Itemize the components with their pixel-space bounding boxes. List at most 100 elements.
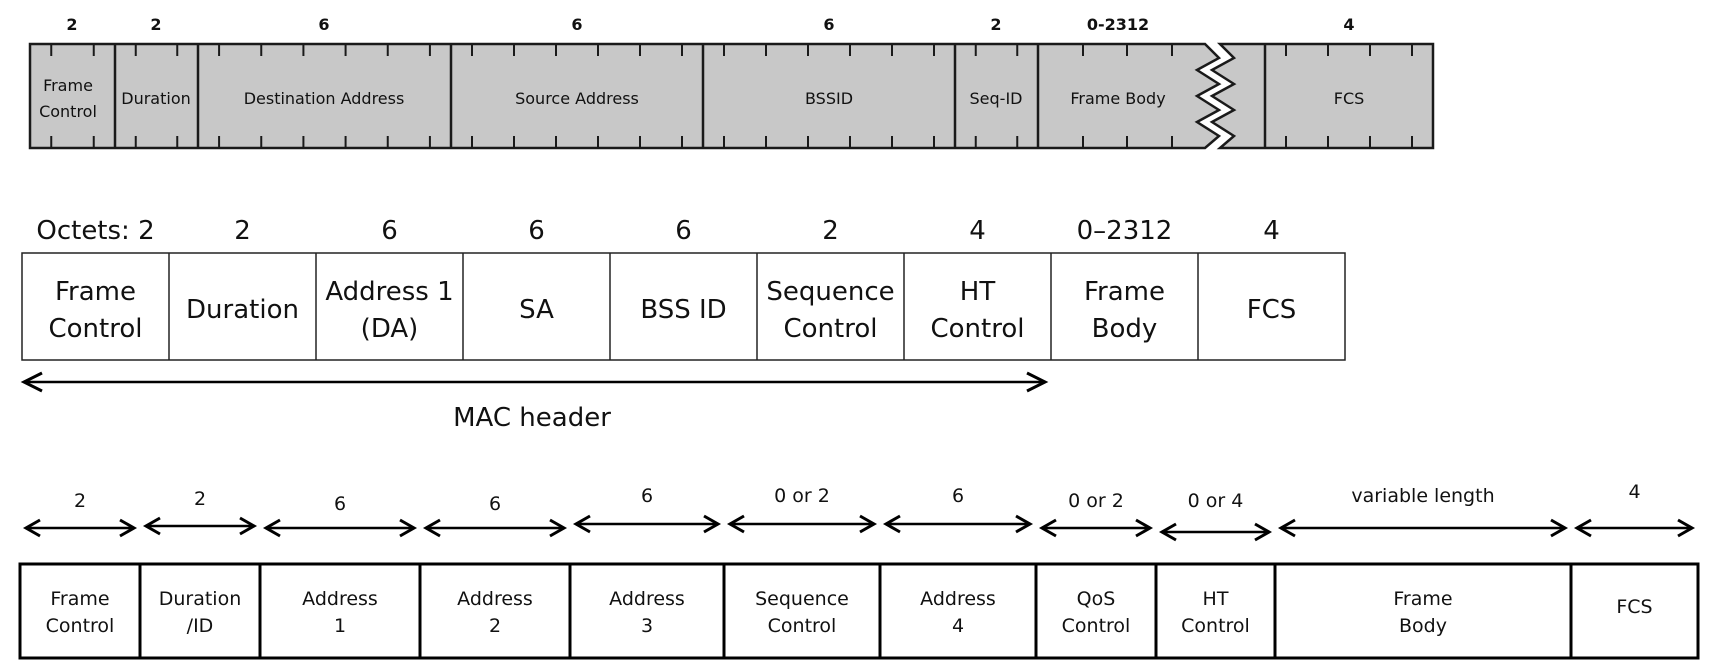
diagram2-field-label: Frame [55,277,136,307]
diagram3-arrowhead-left [22,518,41,538]
diagram3-size-label: 6 [334,493,346,515]
diagram2-field-label: (DA) [361,314,419,344]
diagram1-field-label: Frame [43,76,93,95]
diagram1-size-label: 2 [990,15,1001,34]
diagram3-arrowhead-left [262,518,281,538]
diagram3-field-label: Control [768,615,837,637]
diagram3-field-label: FCS [1616,596,1652,618]
diagram3-arrowhead-right [703,514,722,534]
diagram3-arrowhead-left [572,514,591,534]
diagram1-size-label: 6 [571,15,582,34]
diagram3-field-label: Duration [159,588,242,610]
diagram1-body-left [28,42,1222,150]
diagram3-frame-outline [18,562,1700,660]
diagram3-arrowhead-right [549,518,568,538]
diagram2-field-label: Control [49,314,143,344]
diagram1-body-right [1209,42,1435,150]
diagram2-field-label: Control [931,314,1025,344]
diagram3-size-label: 6 [489,493,501,515]
diagram1-field-label: Seq-ID [970,89,1023,108]
diagram3-field-label: Address [302,588,378,610]
diagram3-field-label: Address [920,588,996,610]
diagram2-field-label: Control [784,314,878,344]
diagram3-arrowhead-right [1254,522,1273,542]
diagram3-arrowhead-left [1158,522,1177,542]
diagram3-arrowhead-right [859,514,878,534]
diagram3-arrowhead-left [422,518,441,538]
diagram2-octet-count: 0–2312 [1077,216,1173,246]
diagram3-size-label: 0 or 2 [774,485,830,507]
diagram3-field-label: 2 [489,615,501,637]
diagram3-field-label: Address [457,588,533,610]
diagram2-frame-outline [21,252,1346,361]
diagram1-field-label: Duration [121,89,191,108]
diagram2-octet-count: 4 [969,216,986,246]
diagram3-size-label: 6 [952,485,964,507]
diagram2-field-label: Body [1092,314,1158,344]
diagram3-field-label: 4 [952,615,964,637]
diagram2-field-label: Address 1 [325,277,453,307]
diagram3-size-label: 2 [194,488,206,510]
diagram2-octet-count: 4 [1263,216,1280,246]
diagram3-field-label: Frame [50,588,109,610]
diagram3-field-label: /ID [187,615,214,637]
diagram1-size-label: 0-2312 [1087,15,1149,34]
diagram2-octet-count: 2 [822,216,839,246]
diagram1-size-label: 4 [1343,15,1354,34]
diagram2-octet-count: Octets: 2 [36,216,154,246]
diagram3-field-label: QoS [1077,588,1116,610]
diagram2-octet-count: 6 [381,216,398,246]
diagram3-arrowhead-right [119,518,138,538]
diagram3-field-label: Control [46,615,115,637]
diagram3-field-label: 1 [334,615,346,637]
diagram1-field-label: Control [39,102,97,121]
diagram3-arrowhead-right [1015,514,1034,534]
diagram3-size-label: 0 or 2 [1068,490,1124,512]
diagram2-octet-count: 2 [234,216,251,246]
diagram3-size-label: variable length [1351,485,1494,507]
diagram1-size-label: 6 [823,15,834,34]
diagram3-frame-format: 2FrameControl2Duration/ID6Address16Addre… [18,481,1700,660]
mac-header-arrowhead-right [1026,371,1049,393]
diagram2-field-label: FCS [1247,295,1297,325]
diagram1-field-label: BSSID [805,89,853,108]
mac-header-label: MAC header [453,403,611,433]
diagram3-field-label: Frame [1393,588,1452,610]
diagram3-arrowhead-left [1573,518,1592,538]
diagram3-arrowhead-left [1038,518,1057,538]
diagram3-field-label: Control [1181,615,1250,637]
diagram3-size-label: 6 [641,485,653,507]
diagram2-octet-count: 6 [675,216,692,246]
diagram1-size-label: 2 [66,15,77,34]
diagram3-arrowhead-left [142,516,161,536]
diagram3-field-label: 3 [641,615,653,637]
diagram3-arrowhead-right [1550,518,1569,538]
diagram1-field-label: Frame Body [1070,89,1165,108]
mac-header-arrowhead-left [20,371,43,393]
diagram2-field-label: Duration [186,295,299,325]
diagram1-field-label: FCS [1334,89,1365,108]
diagram3-arrowhead-right [1677,518,1696,538]
diagram3-size-label: 0 or 4 [1188,490,1244,512]
diagram3-field-label: HT [1203,588,1229,610]
diagram1-size-label: 6 [318,15,329,34]
diagram2-field-label: SA [519,295,554,325]
diagram3-arrowhead-left [726,514,745,534]
diagram1-size-label: 2 [150,15,161,34]
diagram3-field-label: Address [609,588,685,610]
diagram3-arrowhead-left [1277,518,1296,538]
diagram3-field-label: Control [1062,615,1131,637]
diagram1-field-label: Destination Address [244,89,405,108]
diagram3-arrowhead-left [882,514,901,534]
diagram3-size-label: 2 [74,490,86,512]
diagram3-arrowhead-right [239,516,258,536]
diagram2-field-label: BSS ID [640,295,726,325]
diagram2-field-label: HT [960,277,996,307]
diagram3-size-label: 4 [1628,481,1640,503]
diagram3-field-label: Body [1399,615,1447,637]
diagram1-field-label: Source Address [515,89,639,108]
